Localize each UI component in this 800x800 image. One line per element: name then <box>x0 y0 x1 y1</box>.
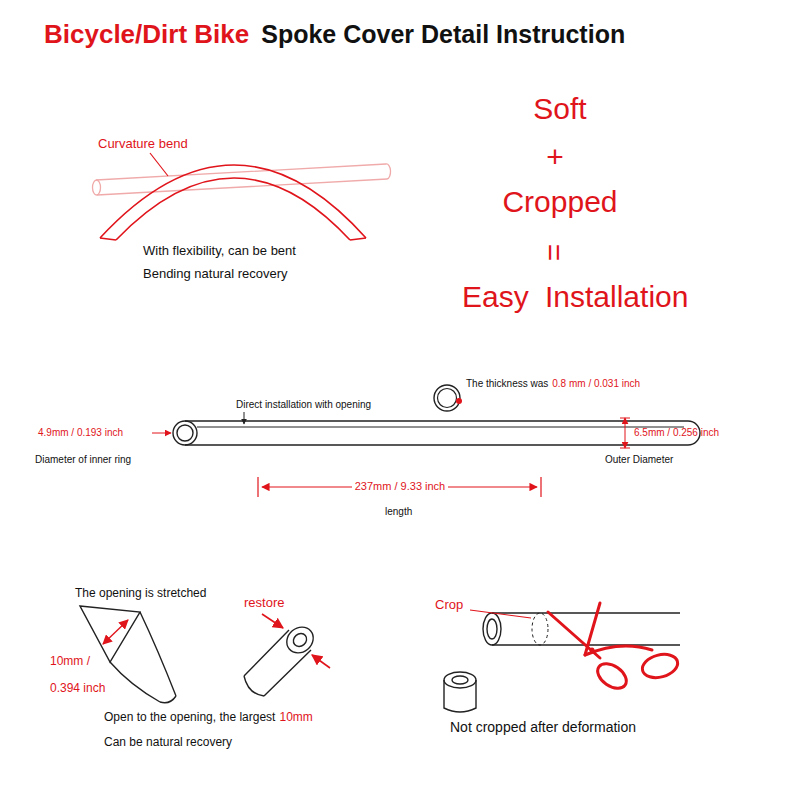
restore-tube <box>244 622 318 696</box>
note: The thickness was <box>466 378 548 389</box>
restore-arrow <box>262 614 283 628</box>
part-label: Crop <box>435 598 463 612</box>
note: Bending natural recovery <box>143 267 288 281</box>
dimension: 10mm <box>279 711 312 724</box>
dimension: 237mm / 9.33 inch <box>352 480 449 492</box>
part-label: Curvature bend <box>98 137 188 151</box>
note: Not cropped after deformation <box>450 720 636 735</box>
straight-tube <box>93 164 391 195</box>
part-label: restore <box>244 596 284 610</box>
leader-line <box>150 153 168 176</box>
uncropped-piece <box>444 672 476 712</box>
note: Open to the opening, the largest <box>104 711 275 724</box>
note: With flexibility, can be bent <box>143 244 296 258</box>
ring-section <box>434 385 462 411</box>
scissors <box>548 603 680 693</box>
part-label: Outer Diameter <box>605 454 673 465</box>
dimension: 10mm / <box>50 655 90 668</box>
slogan-word: Installation <box>545 280 688 313</box>
dimension: 6.5mm / 0.256 inch <box>634 427 719 438</box>
opening-arrow <box>103 620 128 644</box>
slogan-word: Cropped <box>502 185 617 218</box>
dimension: 0.8 mm / 0.031 inch <box>552 378 640 389</box>
outer-diameter-dimension <box>620 418 630 448</box>
slogan-symbol: = <box>539 244 572 262</box>
note: Can be natural recovery <box>104 736 232 749</box>
note: Direct installation with opening <box>236 399 371 410</box>
dimension: 0.394 inch <box>50 682 105 695</box>
bent-tube <box>100 165 366 240</box>
leader-line <box>470 610 531 618</box>
title-part: Bicycle/Dirt Bike <box>44 20 249 49</box>
slogan-word: Easy <box>462 280 529 313</box>
pointer-arrow <box>244 412 245 424</box>
note: The opening is stretched <box>75 587 206 600</box>
slogan-word: Soft <box>533 92 586 125</box>
dimension-arrow <box>152 433 171 434</box>
part-label: Diameter of inner ring <box>35 454 131 465</box>
dimension: 4.9mm / 0.193 inch <box>38 427 123 438</box>
spoke-cover-tube <box>173 421 700 445</box>
length-dimension <box>258 477 541 497</box>
slogan-symbol: + <box>546 140 564 173</box>
title-part: Spoke Cover Detail Instruction <box>261 21 625 49</box>
part-label: length <box>385 506 412 517</box>
restore-arrow <box>312 655 330 668</box>
